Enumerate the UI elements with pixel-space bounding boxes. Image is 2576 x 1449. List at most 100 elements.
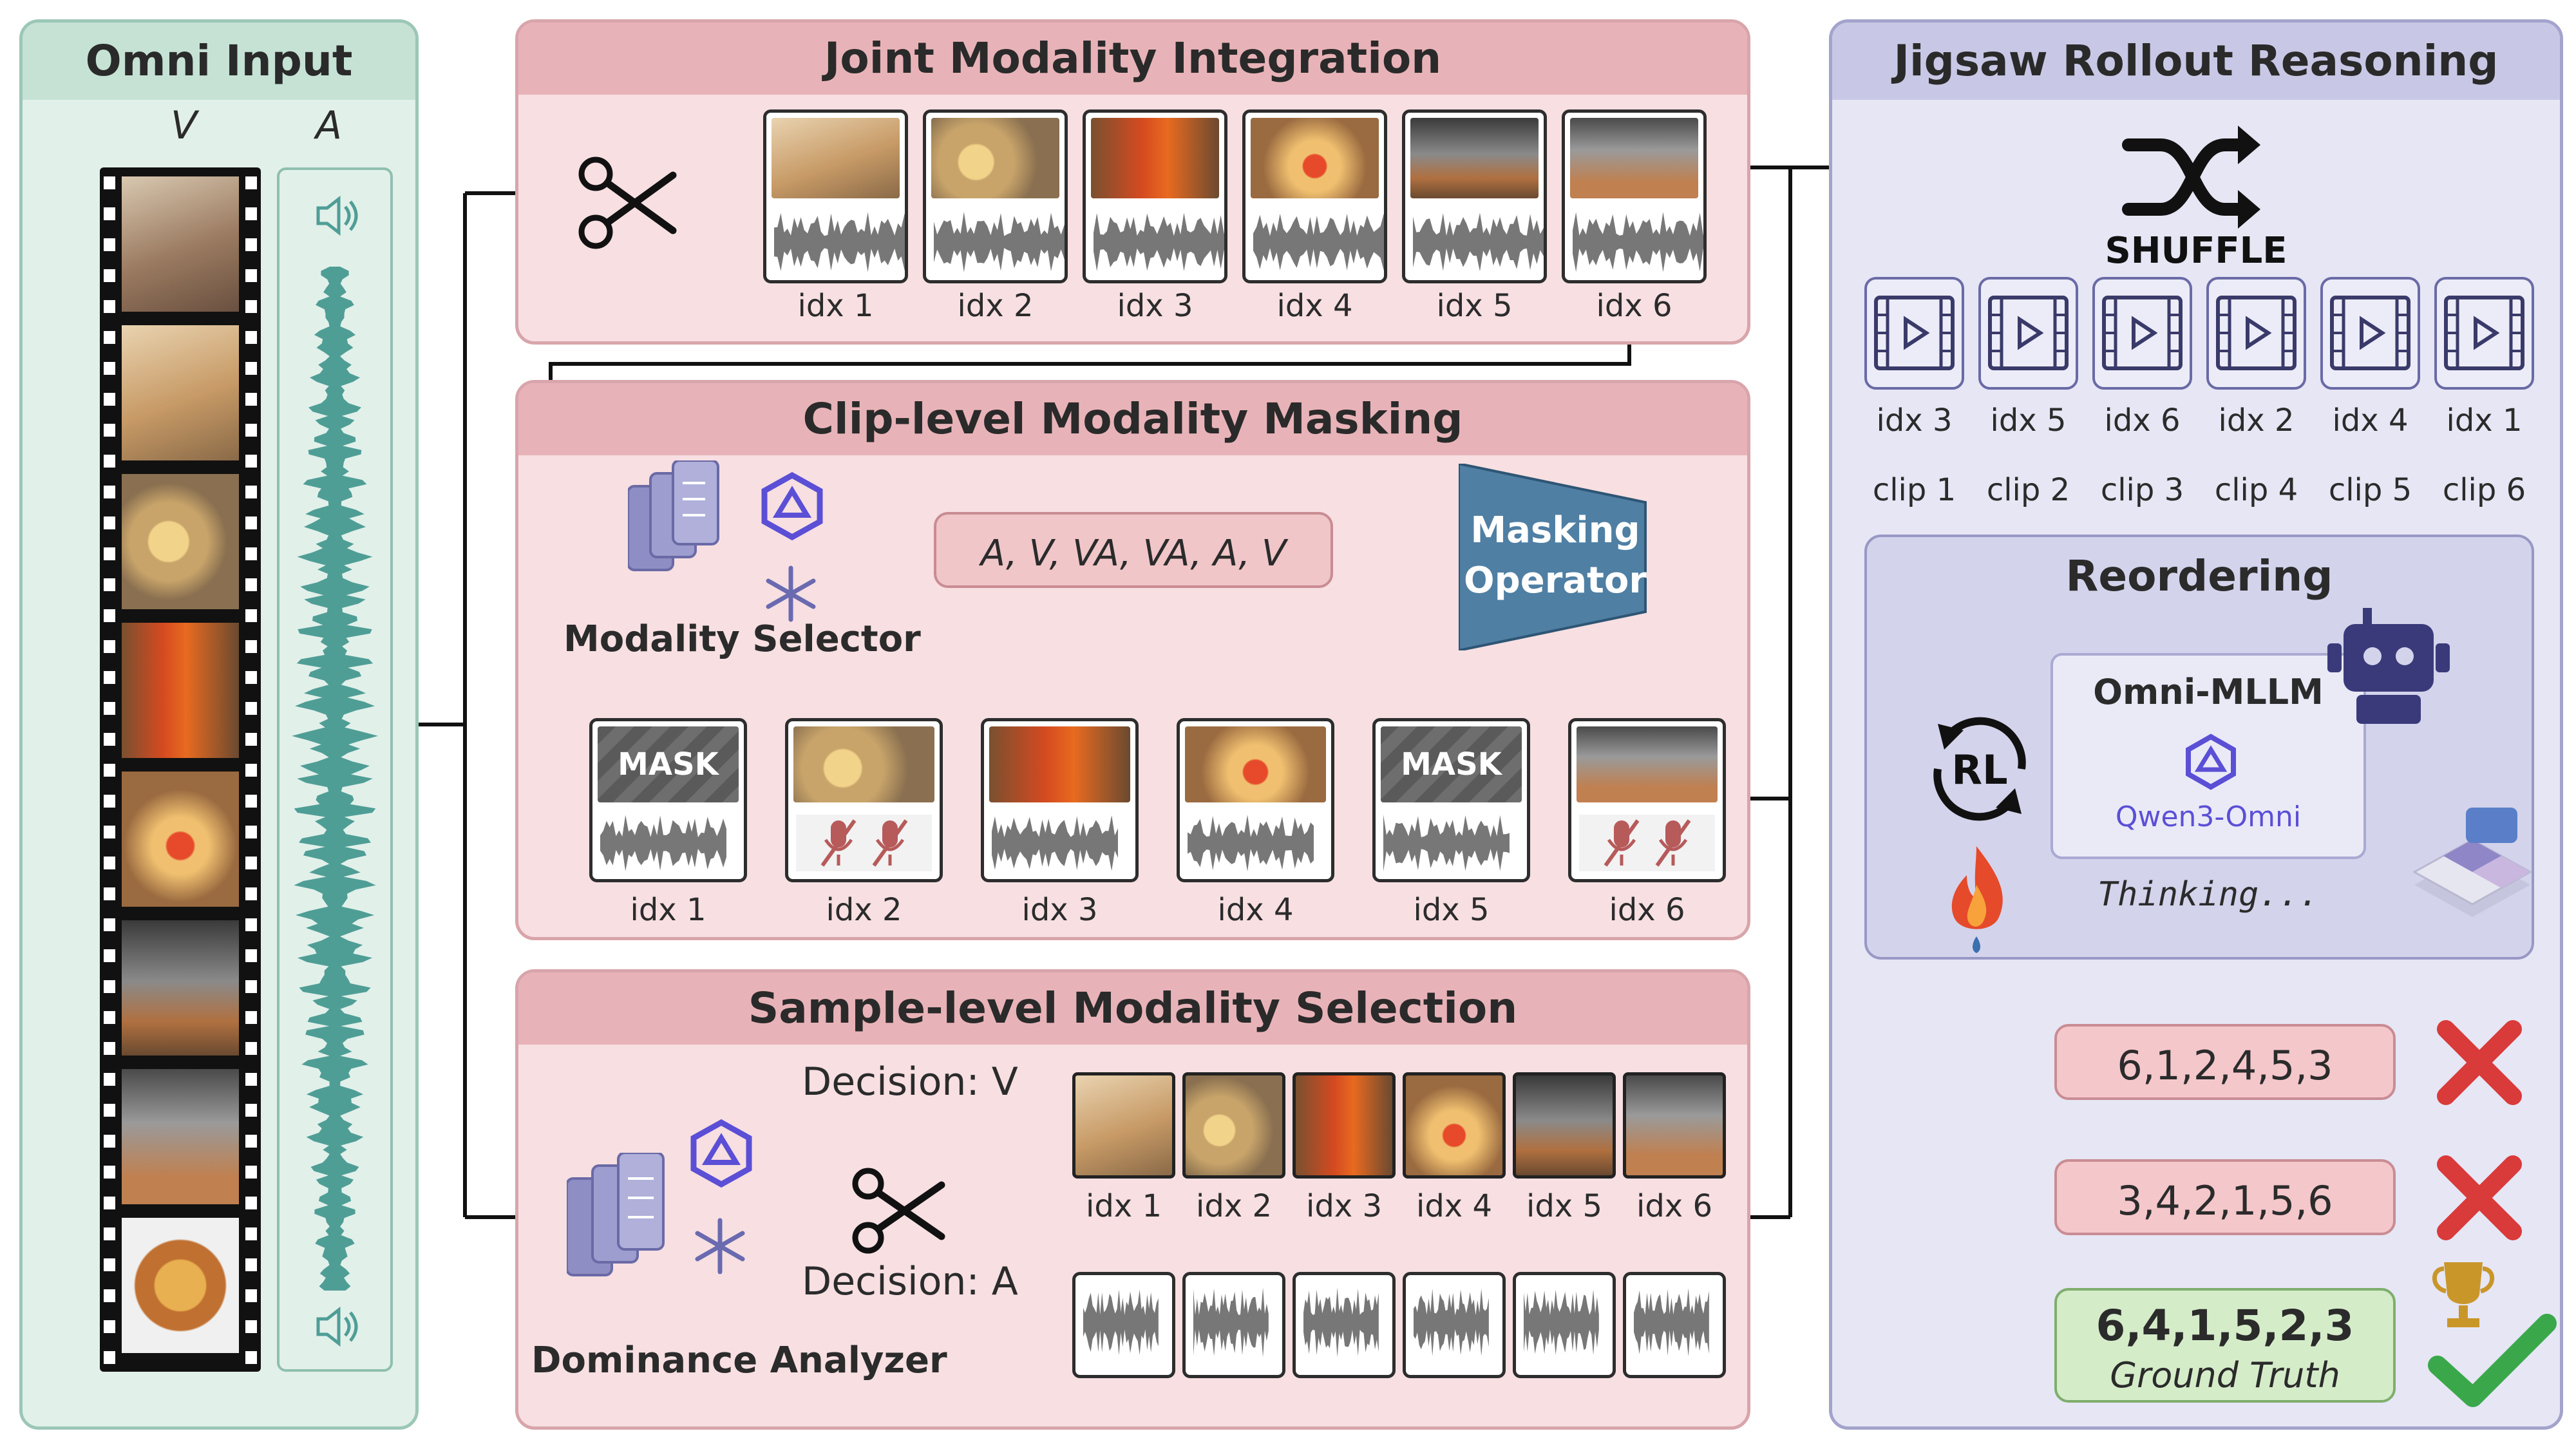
audio-muted [1579, 814, 1715, 871]
clip-position-label: clip 2 [1986, 472, 2070, 508]
cross-icon [2437, 1020, 2522, 1105]
masking-operator-label: Masking Operator [1464, 509, 1647, 601]
clip-frame [1242, 109, 1387, 283]
mask-label: MASK [618, 746, 719, 782]
clip-index-label: idx 5 [1436, 288, 1513, 324]
clip-frame [981, 718, 1139, 882]
shuffled-index-label: idx 4 [2332, 402, 2409, 439]
qwen-logo-icon [2186, 734, 2236, 790]
cross-icon [2437, 1155, 2522, 1240]
audio-clip-frame [1513, 1272, 1616, 1378]
video-thumbnail [1403, 1072, 1506, 1179]
video-thumbnail [931, 118, 1059, 198]
shuffled-index-label: idx 6 [2104, 402, 2181, 439]
film-frame [122, 772, 239, 907]
film-strip [100, 167, 261, 1372]
masked-video: MASK [1381, 726, 1522, 802]
film-frame [122, 623, 239, 758]
waveform [992, 815, 1118, 871]
shuffled-index-label: idx 2 [2218, 402, 2295, 439]
robot-icon [2327, 608, 2450, 724]
answer-text: 6,1,2,4,5,3 [2117, 1042, 2333, 1089]
omni-input-title: Omni Input [23, 23, 415, 100]
decision-v-label: Decision: V [802, 1059, 1018, 1104]
clip-masking-title: Clip-level Modality Masking [518, 383, 1747, 455]
dominance-analyzer-icon [567, 1153, 665, 1276]
omni-input-panel: Omni Input V A [19, 19, 419, 1430]
speaker-icon [316, 1306, 358, 1347]
clip-index-label: idx 5 [1413, 892, 1490, 928]
sample-selection-title: Sample-level Modality Selection [518, 972, 1747, 1045]
scissors-icon [578, 156, 677, 249]
clip-frame: MASK [589, 718, 747, 882]
clip-index-label: idx 2 [957, 288, 1034, 324]
mask-label: MASK [1401, 746, 1502, 782]
clip-position-label: clip 1 [1872, 472, 1956, 508]
clip-position-label: clip 5 [2328, 472, 2412, 508]
modality-selector-icon [628, 460, 719, 571]
video-thumbnail [1623, 1072, 1726, 1179]
clip-index-label: idx 2 [826, 892, 902, 928]
puzzle-icon [2412, 808, 2533, 917]
audio-muted [796, 814, 932, 871]
scissors-icon [852, 1168, 945, 1254]
audio-clip-frame [1293, 1272, 1396, 1378]
film-frame [122, 1069, 239, 1204]
video-thumbnail [1293, 1072, 1396, 1179]
waveform [1383, 814, 1510, 871]
waveform [1303, 1287, 1379, 1358]
film-frame [122, 920, 239, 1056]
clip-index-label: idx 3 [1305, 1188, 1382, 1224]
video-thumbnail [1570, 118, 1698, 198]
omni-mllm-box: Omni-MLLM Qwen3-Omni [2050, 653, 2366, 859]
jigsaw-title: Jigsaw Rollout Reasoning [1832, 23, 2560, 100]
waveform [600, 815, 726, 871]
joint-modality-title: Joint Modality Integration [518, 23, 1747, 95]
waveform [1094, 213, 1224, 272]
video-thumbnail [1513, 1072, 1616, 1179]
clip-frame: MASK [1372, 718, 1530, 882]
waveform [774, 212, 905, 272]
video-thumbnail [1091, 118, 1219, 198]
clip-index-label: idx 3 [1021, 892, 1098, 928]
masking-operator-shape [1459, 464, 1647, 650]
waveform [1193, 1287, 1269, 1357]
video-clip-icon [2206, 277, 2306, 390]
clip-masking-panel: Clip-level Modality Masking Modality Sel… [515, 380, 1750, 940]
clip-index-label: idx 1 [1085, 1188, 1162, 1224]
video-clip-icon [2092, 277, 2192, 390]
film-frame [122, 325, 239, 460]
microphone-muted-icon [1604, 819, 1639, 867]
video-thumbnail [989, 726, 1130, 802]
video-thumbnail [793, 726, 934, 802]
reordering-title: Reordering [2065, 551, 2333, 601]
clip-frame [763, 109, 908, 283]
waveform [1253, 214, 1384, 271]
video-clip-icon [2320, 277, 2420, 390]
microphone-muted-icon [872, 819, 907, 867]
answer-text: 3,4,2,1,5,6 [2117, 1177, 2333, 1224]
waveform [1083, 1289, 1159, 1355]
fire-icon [1951, 846, 2003, 953]
clip-index-label: idx 5 [1526, 1188, 1602, 1224]
snowflake-icon [695, 1218, 745, 1274]
reordering-box: Reordering Omni-MLLM Qwen3-Omni RL [1864, 535, 2534, 960]
clip-index-label: idx 6 [1596, 288, 1672, 324]
clip-frame [1402, 109, 1547, 283]
shuffled-index-label: idx 5 [1990, 402, 2067, 439]
audio-clip-frame [1072, 1272, 1175, 1378]
waveform [1188, 815, 1314, 871]
waveform [1524, 1289, 1599, 1355]
clip-frame [785, 718, 943, 882]
microphone-muted-icon [1655, 819, 1690, 867]
snowflake-icon [766, 565, 816, 622]
answer-box: 6,1,2,4,5,3 [2054, 1024, 2396, 1100]
thinking-text: Thinking... [2097, 875, 2320, 914]
ground-truth-value: 6,4,1,5,2,3 [2096, 1301, 2354, 1350]
rl-label: RL [1951, 746, 2008, 793]
audio-label: A [316, 103, 343, 148]
shuffled-index-label: idx 3 [1876, 402, 1953, 439]
waveform [1634, 1287, 1709, 1356]
